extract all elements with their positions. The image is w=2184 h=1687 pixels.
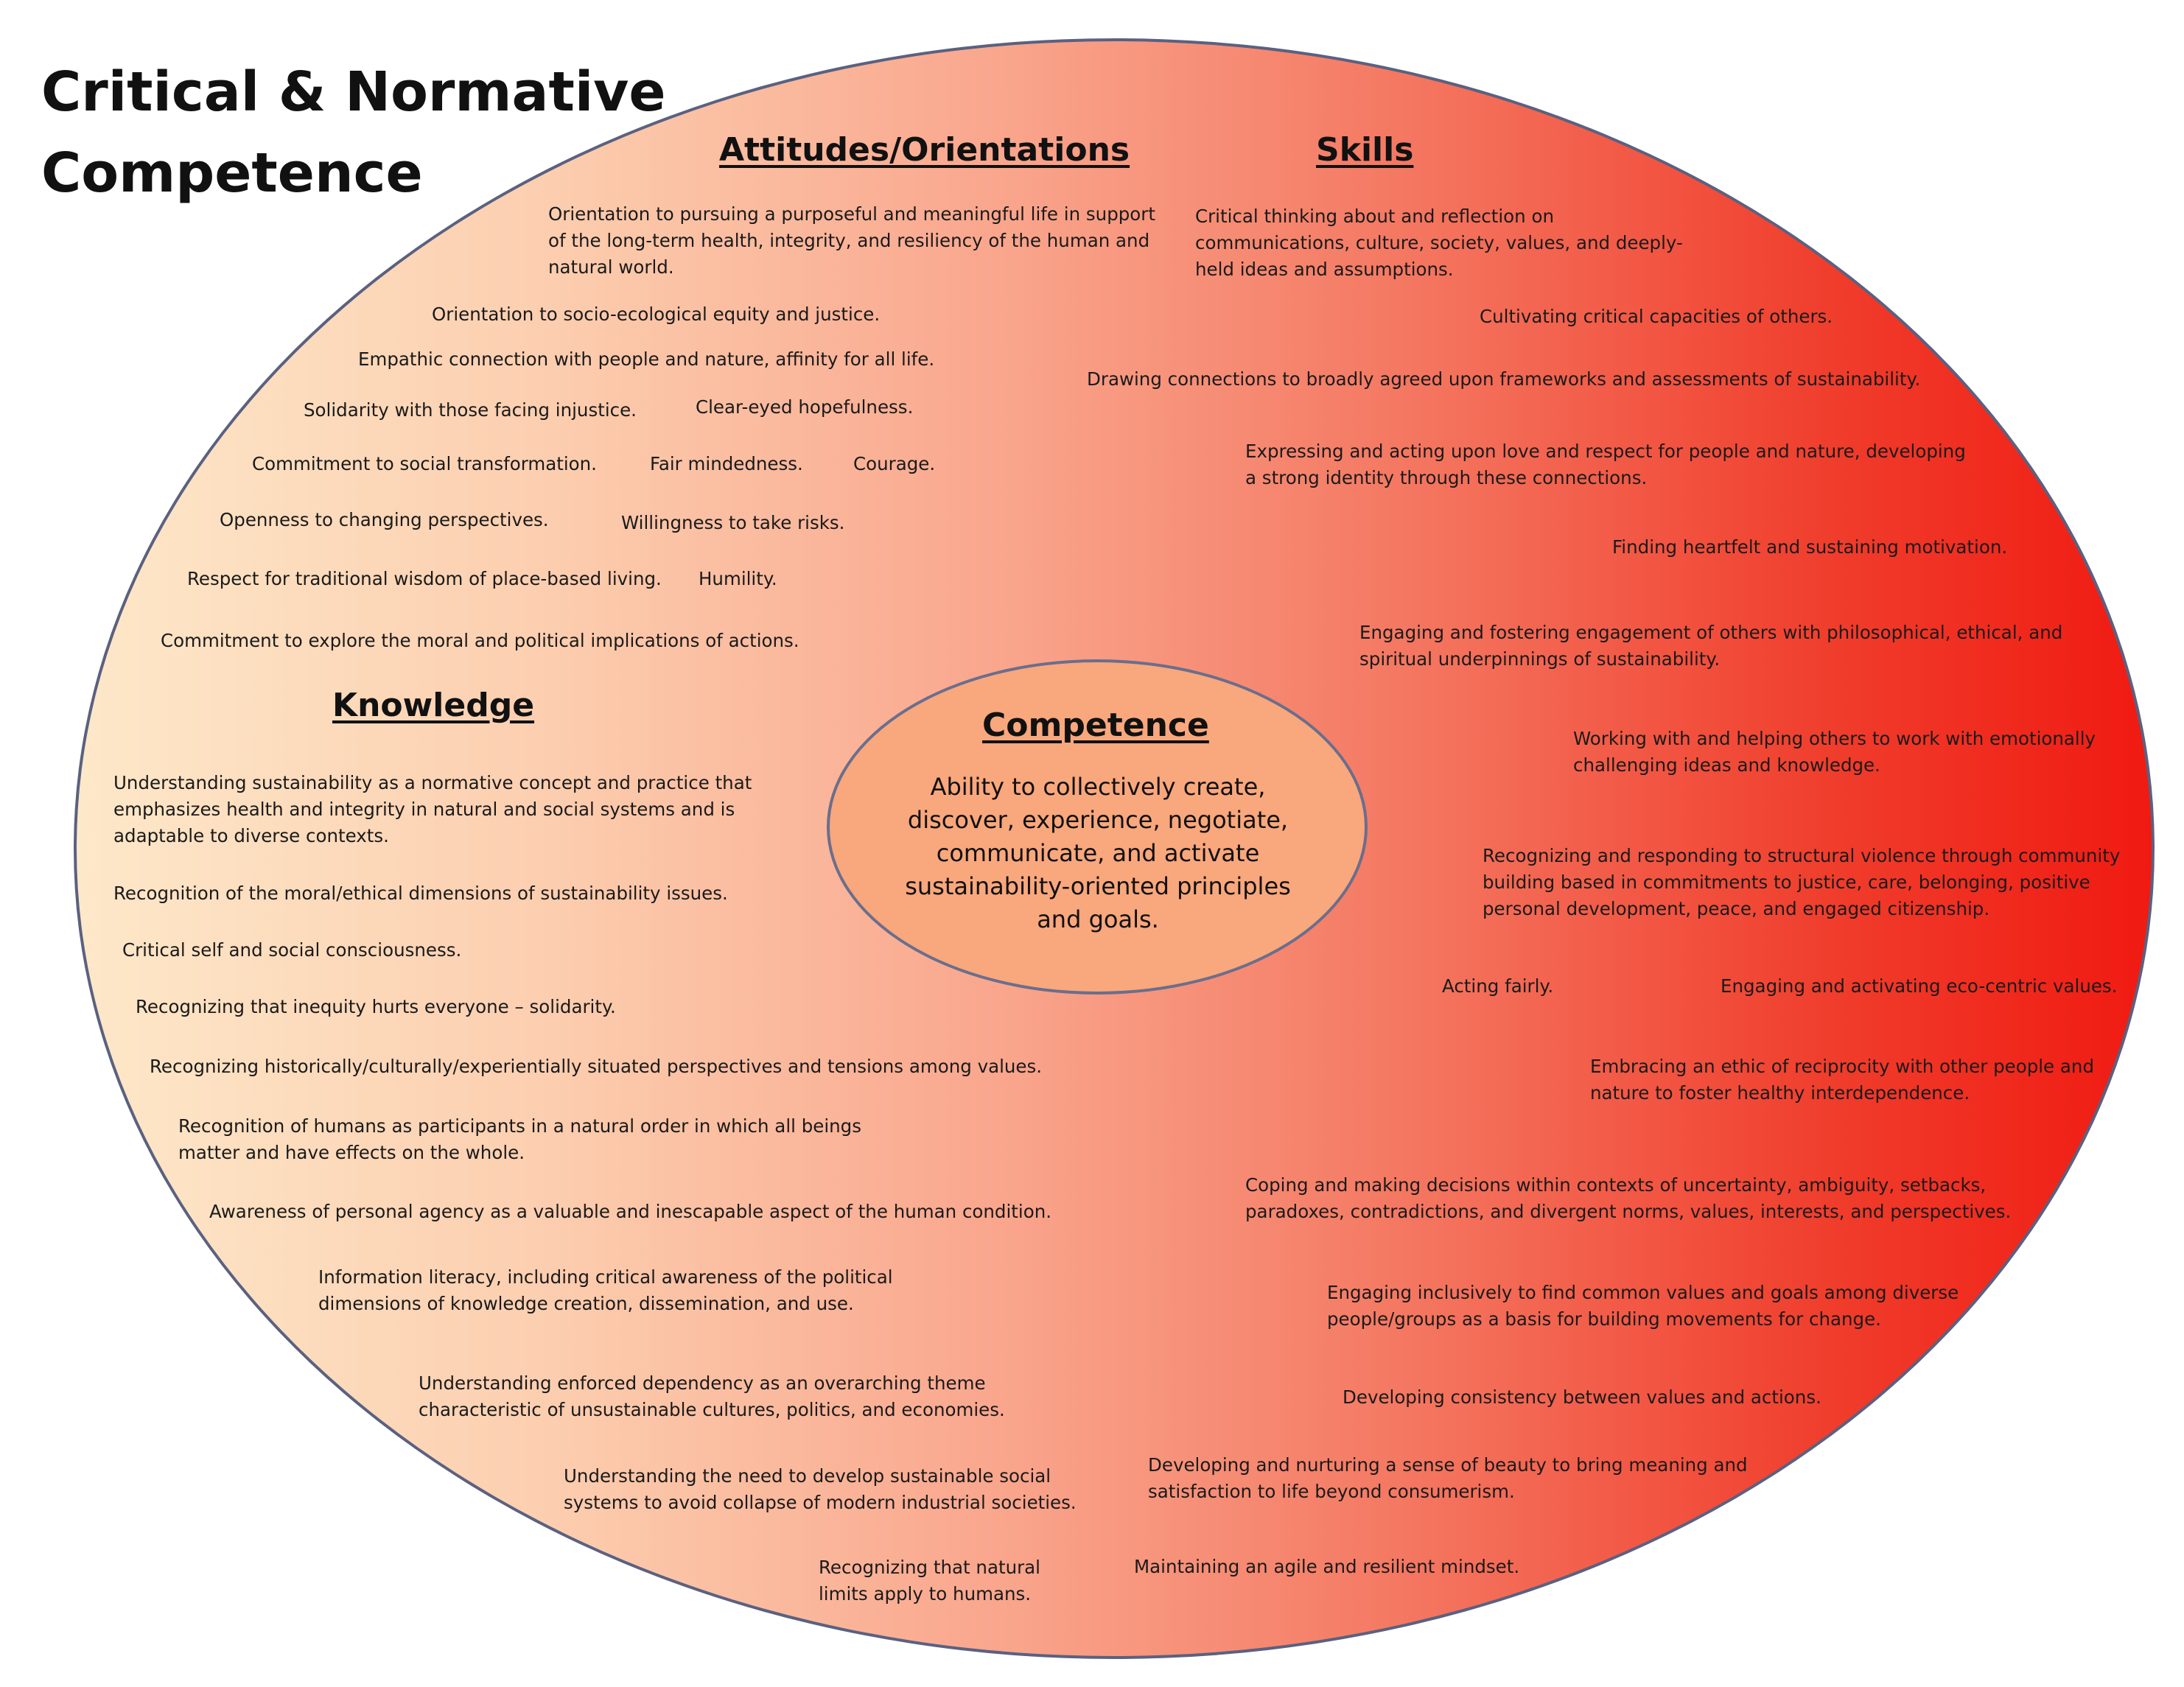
knowledge-item: Awareness of personal agency as a valuab… bbox=[209, 1201, 1052, 1222]
title-line-1: Critical & Normative bbox=[41, 60, 666, 124]
attitude-item: Courage. bbox=[853, 453, 936, 474]
attitude-item: Clear-eyed hopefulness. bbox=[696, 396, 914, 418]
skill-item: Expressing and acting upon love and resp… bbox=[1245, 441, 1966, 488]
skill-item: Cultivating critical capacities of other… bbox=[1480, 306, 1833, 327]
skill-item: Acting fairly. bbox=[1442, 975, 1554, 997]
knowledge-item: Understanding sustainability as a normat… bbox=[113, 772, 752, 846]
skill-item: Coping and making decisions within conte… bbox=[1245, 1174, 2012, 1222]
knowledge-item: Recognition of the moral/ethical dimensi… bbox=[113, 883, 728, 904]
attitude-item: Solidarity with those facing injustice. bbox=[304, 399, 637, 421]
skill-item: Working with and helping others to work … bbox=[1573, 728, 2096, 776]
skills-heading: Skills bbox=[1316, 131, 1414, 169]
attitude-item: Empathic connection with people and natu… bbox=[358, 348, 935, 370]
skill-item: Developing consistency between values an… bbox=[1343, 1386, 1821, 1408]
title-line-2: Competence bbox=[41, 141, 423, 205]
diagram-title: Critical & Normative Competence bbox=[41, 52, 704, 214]
center-ellipse bbox=[827, 659, 1368, 995]
skill-item: Drawing connections to broadly agreed up… bbox=[1087, 368, 1921, 390]
knowledge-item: Recognition of humans as participants in… bbox=[178, 1115, 861, 1163]
skill-item: Maintaining an agile and resilient minds… bbox=[1134, 1556, 1520, 1577]
skill-item: Engaging inclusively to find common valu… bbox=[1327, 1282, 1959, 1330]
attitude-item: Commitment to social transformation. bbox=[252, 453, 597, 474]
attitude-item: Orientation to pursuing a purposeful and… bbox=[548, 203, 1155, 278]
knowledge-item: Understanding the need to develop sustai… bbox=[564, 1465, 1077, 1513]
skill-item: Recognizing and responding to structural… bbox=[1483, 845, 2121, 919]
knowledge-item: Recognizing historically/culturally/expe… bbox=[150, 1056, 1043, 1077]
skill-item: Embracing an ethic of reciprocity with o… bbox=[1590, 1056, 2095, 1104]
knowledge-heading: Knowledge bbox=[332, 687, 535, 724]
attitude-item: Humility. bbox=[699, 568, 777, 589]
attitude-item: Orientation to socio-ecological equity a… bbox=[432, 304, 881, 325]
attitude-item: Commitment to explore the moral and poli… bbox=[161, 630, 799, 651]
attitude-item: Fair mindedness. bbox=[650, 453, 803, 474]
knowledge-item: Recognizing that inequity hurts everyone… bbox=[136, 996, 616, 1017]
competence-heading: Competence bbox=[982, 706, 1209, 744]
knowledge-item: Information literacy, including critical… bbox=[318, 1266, 893, 1314]
competence-description: Ability to collectively create, discover… bbox=[905, 773, 1291, 933]
knowledge-item: Understanding enforced dependency as an … bbox=[419, 1372, 1005, 1420]
skill-item: Finding heartfelt and sustaining motivat… bbox=[1612, 536, 2008, 558]
attitude-item: Willingness to take risks. bbox=[621, 512, 845, 533]
skill-item: Critical thinking about and reflection o… bbox=[1195, 206, 1683, 280]
skill-item: Engaging and activating eco-centric valu… bbox=[1721, 975, 2118, 997]
skill-item: Engaging and fostering engagement of oth… bbox=[1359, 622, 2063, 670]
skill-item: Developing and nurturing a sense of beau… bbox=[1148, 1454, 1748, 1502]
attitude-item: Respect for traditional wisdom of place-… bbox=[187, 568, 662, 589]
knowledge-item: Critical self and social consciousness. bbox=[122, 939, 462, 961]
attitudes-heading: Attitudes/Orientations bbox=[719, 131, 1130, 169]
attitude-item: Openness to changing perspectives. bbox=[220, 509, 549, 530]
